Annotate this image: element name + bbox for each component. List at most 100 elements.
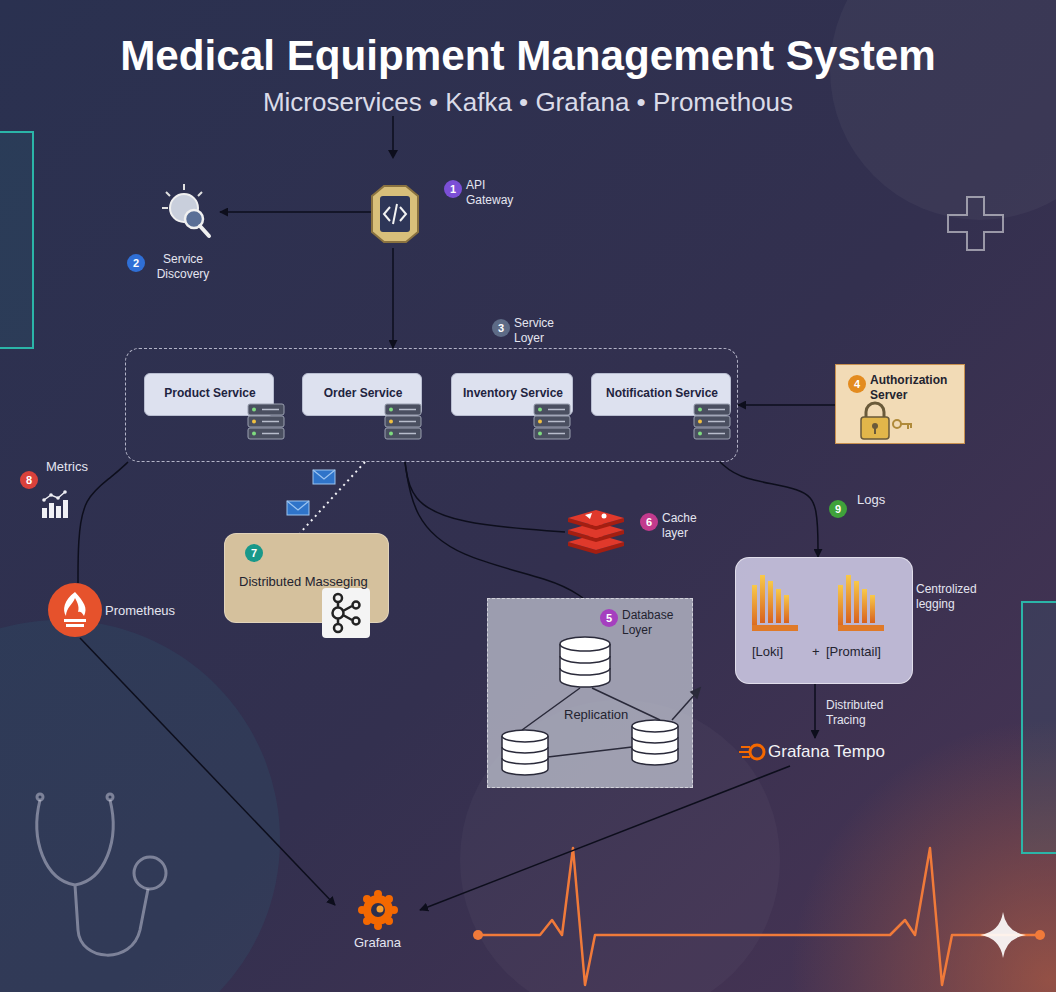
database-replication — [691, 688, 700, 698]
callout-number: 1 — [444, 180, 462, 198]
service-discovery-icon — [162, 184, 202, 208]
envelope-icon — [287, 501, 309, 515]
service-discovery-icon — [170, 194, 198, 222]
lock-icon — [861, 403, 912, 439]
grafana-icon — [363, 917, 371, 925]
grafana-icon — [385, 917, 393, 925]
callout-number: 5 — [600, 609, 618, 627]
kafka-icon — [334, 624, 342, 632]
tempo-icon — [739, 747, 750, 757]
ecg-line — [473, 848, 1045, 985]
database-replication — [632, 720, 678, 732]
database-replication — [632, 737, 678, 754]
node-label: Grafana — [335, 935, 420, 951]
service-box: Product Service — [144, 373, 274, 416]
redis-icon — [602, 514, 607, 519]
kafka-icon — [353, 602, 360, 609]
metrics-icon — [63, 490, 67, 494]
node-label: Grafana Tempo — [768, 741, 885, 762]
grafana-icon — [358, 890, 398, 930]
server-icon — [694, 404, 730, 439]
loki-icon — [752, 575, 798, 631]
stethoscope — [134, 857, 166, 889]
connector — [78, 462, 128, 583]
lock-icon — [901, 424, 912, 429]
callout-number: 7 — [245, 544, 263, 562]
kafka-icon — [338, 602, 352, 624]
node-label: Cache layer — [662, 511, 712, 541]
grafana-icon — [377, 906, 384, 913]
node-label: Replication — [564, 707, 628, 723]
server-icon — [534, 404, 570, 439]
metrics-icon — [56, 506, 61, 518]
redis-icon — [568, 534, 624, 550]
service-box: Order Service — [302, 373, 422, 416]
api-gateway-icon — [384, 204, 406, 224]
grafana-icon — [358, 906, 366, 914]
redis-icon — [568, 510, 624, 554]
prometheus-icon — [64, 592, 85, 616]
edge-label: Metrics — [46, 459, 88, 475]
grafana: Grafana — [335, 885, 420, 955]
metrics-icon — [42, 490, 68, 518]
callout-number: 8 — [20, 471, 38, 489]
loki-icon — [752, 575, 884, 631]
node-label: Product Service — [164, 386, 255, 401]
connector — [720, 462, 818, 557]
kafka-icon — [353, 618, 360, 625]
callout-number: 3 — [492, 319, 510, 337]
entry-arrow — [388, 116, 398, 159]
sparkle — [980, 912, 1026, 958]
service-discovery-icon — [200, 226, 209, 236]
logging-box: Centrolized legging[Loki]+[Promtail] — [735, 557, 913, 684]
server-icon — [248, 404, 284, 439]
callout-number: 4 — [848, 375, 866, 393]
api-gateway-icon — [380, 196, 410, 232]
server-icon — [385, 404, 421, 439]
database-replication — [502, 736, 548, 775]
messaging-box: 7Distributed Masseging — [224, 533, 389, 623]
connector — [814, 684, 816, 738]
connector — [80, 638, 335, 905]
authorization-server: 4Authorization Server — [835, 364, 965, 444]
connector — [392, 248, 394, 348]
service-discovery-icon — [162, 184, 209, 236]
envelope-icon — [287, 470, 335, 515]
redis-icon — [568, 530, 624, 542]
callout-number: 9 — [829, 500, 847, 518]
node-label: Service Discovery — [147, 252, 219, 282]
node-label: [Loki] — [752, 644, 783, 660]
redis-icon — [568, 542, 624, 554]
prometheus-icon — [66, 624, 84, 627]
lock-icon — [872, 423, 878, 429]
lock-icon — [893, 420, 901, 428]
grafana-icon — [363, 895, 393, 925]
envelope-icon — [287, 501, 309, 510]
tempo-icon — [750, 745, 764, 759]
redis-icon — [568, 522, 624, 538]
grafana-icon — [385, 895, 393, 903]
service-box: Inventory Service — [451, 373, 573, 416]
stethoscope — [37, 794, 166, 955]
loki-icon — [838, 575, 884, 631]
callout-number: 6 — [640, 513, 658, 531]
api-gateway-icon — [372, 186, 418, 242]
redis-icon — [568, 518, 624, 530]
database-replication — [560, 637, 610, 651]
subtitle: Microservices • Kafka • Grafana • Promet… — [0, 86, 1056, 119]
database-replication — [672, 693, 696, 720]
metrics-icon — [49, 493, 53, 497]
metrics-icon — [56, 496, 60, 500]
kafka-icon — [322, 588, 370, 638]
service-layer: 3Service LoyerProduct ServiceOrder Servi… — [125, 348, 738, 462]
node-label: Prometheus — [105, 603, 175, 619]
kafka-icon — [334, 594, 342, 602]
grafana-tempo: Grafana Tempo — [740, 738, 900, 766]
lock-icon — [866, 403, 884, 418]
dotted-connector — [300, 462, 365, 533]
envelope-icon — [313, 470, 335, 484]
title: Medical Equipment Management System — [0, 30, 1056, 83]
